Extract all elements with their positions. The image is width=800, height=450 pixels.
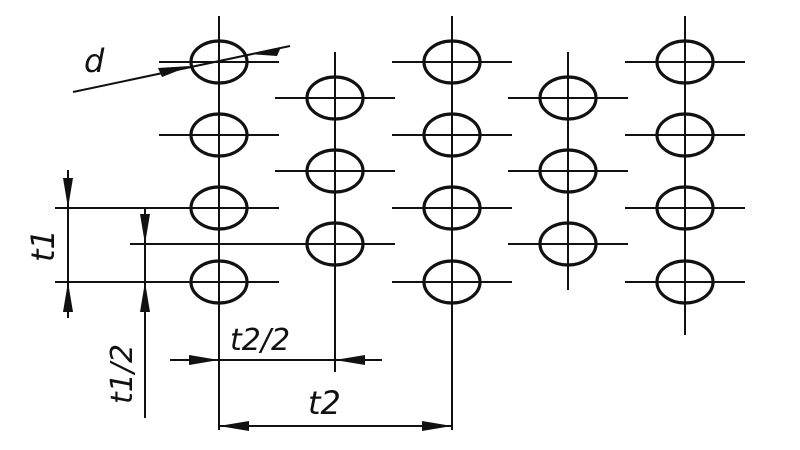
hole xyxy=(305,148,365,194)
half-column-pitch-dimension xyxy=(170,355,382,365)
hole xyxy=(655,39,715,85)
hole xyxy=(189,39,249,85)
diameter-label: d xyxy=(84,42,105,80)
column-pitch-dimension xyxy=(219,421,452,431)
row-pitch-dimension xyxy=(55,170,190,318)
hole xyxy=(538,221,598,267)
hole xyxy=(655,185,715,231)
hole-grid xyxy=(159,16,745,430)
hole xyxy=(538,148,598,194)
hole xyxy=(305,75,365,121)
hole xyxy=(538,75,598,121)
half-row-pitch-dimension xyxy=(130,208,305,418)
hole xyxy=(655,259,715,305)
hole xyxy=(305,221,365,267)
hole xyxy=(189,112,249,158)
half-column-pitch-label: t2/2 xyxy=(230,323,290,358)
column-pitch-label: t2 xyxy=(308,384,341,422)
half-row-pitch-label: t1/2 xyxy=(105,344,140,404)
hole xyxy=(422,39,482,85)
hole xyxy=(655,112,715,158)
hole xyxy=(422,185,482,231)
hole xyxy=(422,112,482,158)
diameter-leader xyxy=(72,45,291,93)
hole xyxy=(189,259,249,305)
hole xyxy=(189,185,249,231)
hole xyxy=(422,259,482,305)
row-pitch-label: t1 xyxy=(24,229,62,262)
